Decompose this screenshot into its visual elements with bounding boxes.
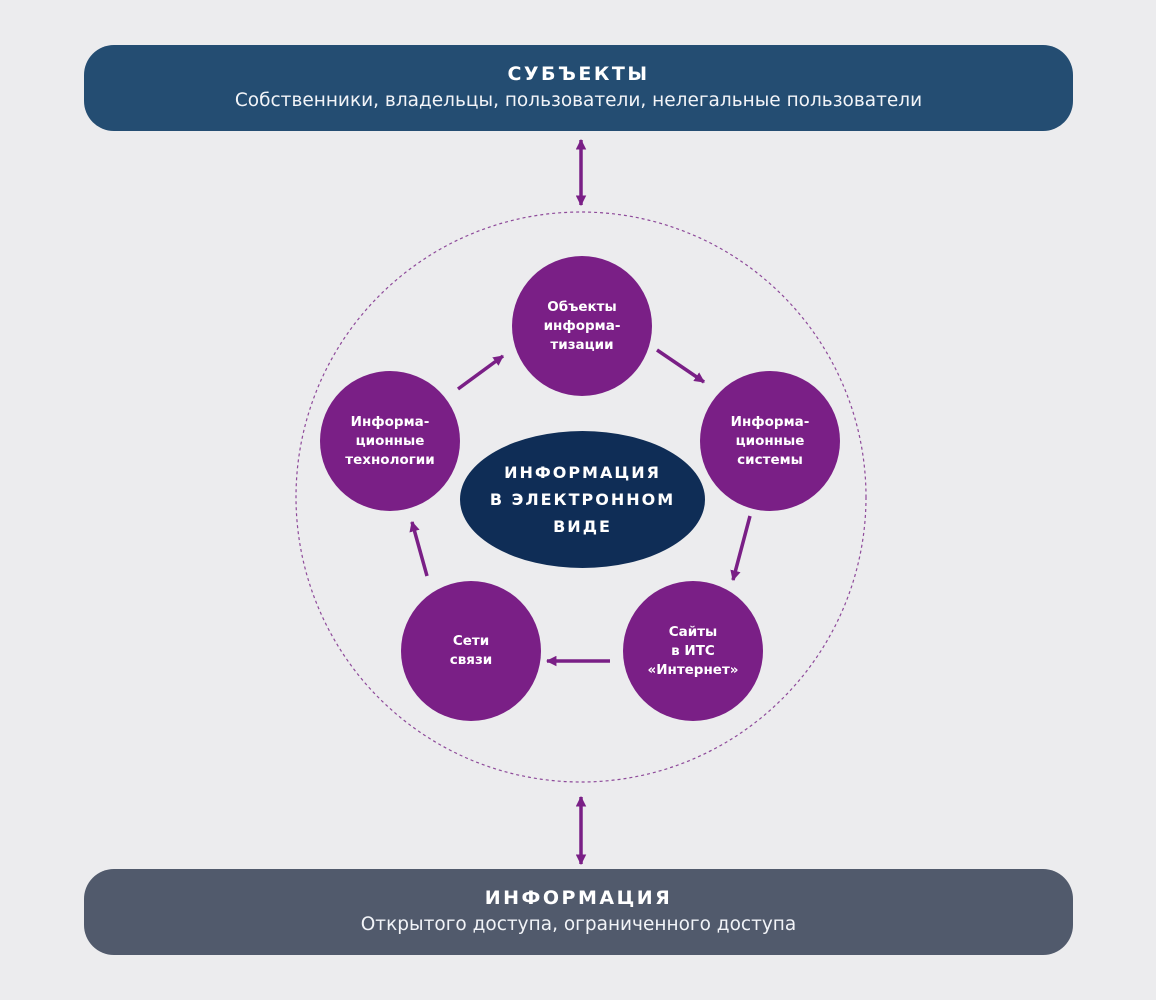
- node-networks: Сети связи: [401, 581, 541, 721]
- arrow-networks-to-technologies: [409, 520, 429, 577]
- information-title: ИНФОРМАЦИЯ: [484, 887, 673, 909]
- subjects-title: СУБЪЕКТЫ: [507, 63, 650, 85]
- dashed-boundary-circle: [295, 211, 867, 783]
- node-sites-label: Сайты в ИТС «Интернет»: [647, 623, 739, 678]
- subjects-band: СУБЪЕКТЫ Собственники, владельцы, пользо…: [84, 45, 1073, 131]
- node-sites: Сайты в ИТС «Интернет»: [623, 581, 763, 721]
- node-objects-label: Объекты информа- тизации: [543, 298, 621, 353]
- arrow-technologies-to-objects: [456, 354, 505, 391]
- information-subtitle: Открытого доступа, ограниченного доступа: [360, 914, 797, 935]
- node-networks-label: Сети связи: [449, 633, 493, 668]
- node-technologies-label: Информа- ционные технологии: [345, 413, 435, 468]
- node-technologies: Информа- ционные технологии: [320, 371, 460, 511]
- node-objects: Объекты информа- тизации: [512, 256, 652, 396]
- node-systems-label: Информа- ционные системы: [730, 413, 810, 468]
- center-label: ИНФОРМАЦИЯ В ЭЛЕКТРОННОМ ВИДЕ: [489, 463, 676, 536]
- center-node: ИНФОРМАЦИЯ В ЭЛЕКТРОННОМ ВИДЕ: [460, 431, 705, 568]
- node-systems: Информа- ционные системы: [700, 371, 840, 511]
- information-band: ИНФОРМАЦИЯ Открытого доступа, ограниченн…: [84, 869, 1073, 955]
- subjects-subtitle: Собственники, владельцы, пользователи, н…: [234, 90, 923, 111]
- arrow-objects-to-systems: [656, 348, 705, 384]
- arrow-systems-to-sites: [730, 515, 752, 582]
